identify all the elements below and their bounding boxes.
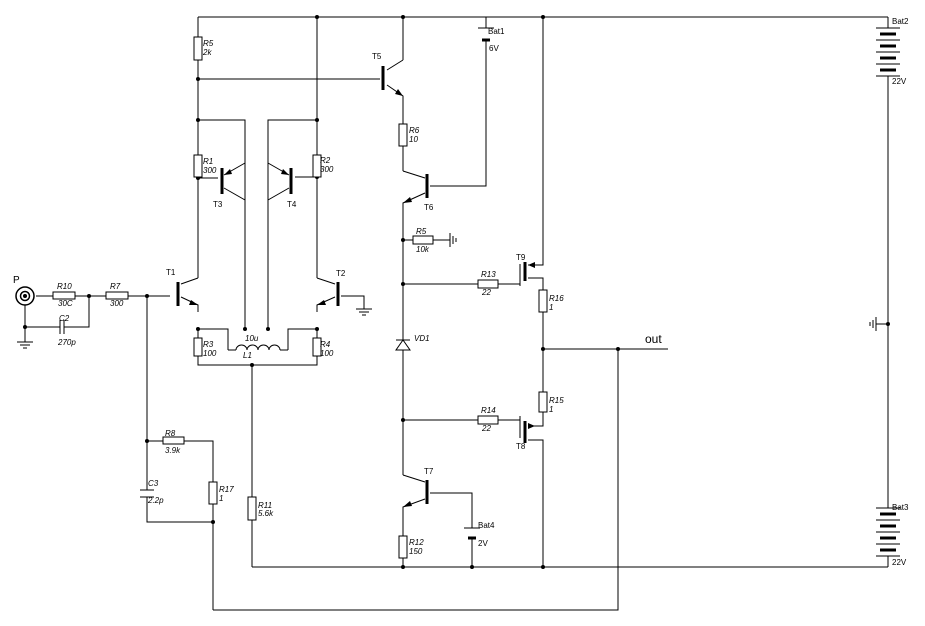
input-connector bbox=[15, 286, 35, 306]
battery-bat2 bbox=[876, 27, 900, 77]
t7-label: T7 bbox=[424, 467, 434, 476]
r6-value: 10 bbox=[409, 135, 418, 144]
ground-symbols bbox=[17, 233, 877, 349]
bat1-name: Bat1 bbox=[488, 27, 505, 36]
t5-label: T5 bbox=[372, 52, 382, 61]
l1-value: 10u bbox=[245, 334, 259, 343]
c2-value: 270p bbox=[57, 338, 76, 347]
r17-name: R17 bbox=[219, 485, 234, 494]
r14-name: R14 bbox=[481, 406, 496, 415]
r5b-value: 10k bbox=[416, 245, 430, 254]
t2-label: T2 bbox=[336, 269, 346, 278]
bat4-name: Bat4 bbox=[478, 521, 495, 530]
transistors bbox=[176, 66, 535, 507]
r15-value: 1 bbox=[549, 405, 553, 414]
battery-bat4 bbox=[464, 527, 480, 540]
wires bbox=[24, 16, 889, 611]
r11-value: 5.6k bbox=[258, 509, 274, 518]
r12-value: 150 bbox=[409, 547, 423, 556]
r13-name: R13 bbox=[481, 270, 496, 279]
vd1-label: VD1 bbox=[414, 334, 430, 343]
bat2-value: 22V bbox=[892, 77, 907, 86]
r8-value: 3.9k bbox=[165, 446, 181, 455]
bat3-name: Bat3 bbox=[892, 503, 909, 512]
r6-name: R6 bbox=[409, 126, 420, 135]
bat3-value: 22V bbox=[892, 558, 907, 567]
t8-label: T8 bbox=[516, 442, 526, 451]
bat2-name: Bat2 bbox=[892, 17, 909, 26]
r4-value: 100 bbox=[320, 349, 334, 358]
c3-value: 2.2p bbox=[147, 496, 164, 505]
t3-label: T3 bbox=[213, 200, 223, 209]
r8-name: R8 bbox=[165, 429, 176, 438]
r4-name: R4 bbox=[320, 340, 331, 349]
bat4-value: 2V bbox=[478, 539, 488, 548]
l1-name: L1 bbox=[243, 351, 252, 360]
r3-value: 100 bbox=[203, 349, 217, 358]
capacitors bbox=[59, 320, 154, 498]
r12-name: R12 bbox=[409, 538, 424, 547]
battery-bat1 bbox=[478, 27, 494, 42]
inductor-l1 bbox=[235, 344, 281, 351]
input-label: P bbox=[13, 275, 20, 286]
t6-label: T6 bbox=[424, 203, 434, 212]
bat1-value: 6V bbox=[489, 44, 499, 53]
r10-name: R10 bbox=[57, 282, 72, 291]
t9-label: T9 bbox=[516, 253, 526, 262]
t4-label: T4 bbox=[287, 200, 297, 209]
resistors bbox=[52, 36, 548, 559]
r5-value: 2k bbox=[202, 48, 212, 57]
t1-label: T1 bbox=[166, 268, 176, 277]
r13-value: 22 bbox=[481, 288, 491, 297]
r2-value: 300 bbox=[320, 165, 334, 174]
output-label: out bbox=[645, 332, 662, 346]
r14-value: 22 bbox=[481, 424, 491, 433]
r16-value: 1 bbox=[549, 303, 553, 312]
r5-name: R5 bbox=[203, 39, 214, 48]
r10-value: 30C bbox=[58, 299, 73, 308]
r11-name: R11 bbox=[258, 501, 272, 510]
r5b-name: R5 bbox=[416, 227, 427, 236]
c3-name: C3 bbox=[148, 479, 159, 488]
r17-value: 1 bbox=[219, 494, 223, 503]
r1-value: 300 bbox=[203, 166, 217, 175]
r3-name: R3 bbox=[203, 340, 214, 349]
diode-vd1 bbox=[395, 339, 411, 351]
r15-name: R15 bbox=[549, 396, 564, 405]
r16-name: R16 bbox=[549, 294, 564, 303]
r2-name: R2 bbox=[320, 156, 331, 165]
r7-name: R7 bbox=[110, 282, 121, 291]
battery-bat3 bbox=[876, 507, 900, 557]
r1-name: R1 bbox=[203, 157, 213, 166]
r7-value: 300 bbox=[110, 299, 124, 308]
c2-name: C2 bbox=[59, 314, 70, 323]
